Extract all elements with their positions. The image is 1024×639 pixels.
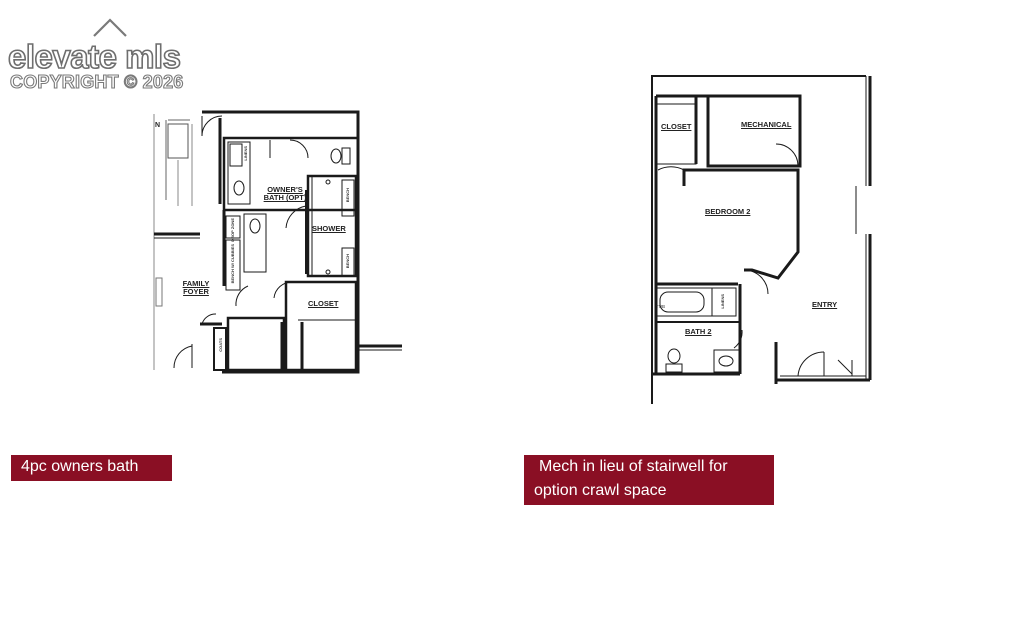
watermark-name: elevate mls bbox=[7, 37, 182, 76]
label-bench-top: BENCH bbox=[345, 188, 350, 203]
room-label-entry: ENTRY bbox=[812, 300, 838, 309]
room-label-closet-left: CLOSET bbox=[308, 299, 339, 308]
room-label-closet-right: CLOSET bbox=[661, 122, 692, 131]
room-label-owners-bath: OWNER'S BATH (OPT) bbox=[263, 185, 307, 203]
svg-text:TUB: TUB bbox=[656, 304, 665, 309]
caption-mech-line2: option crawl space bbox=[534, 482, 667, 499]
roof-icon bbox=[93, 18, 127, 37]
label-coats: COATS bbox=[218, 338, 223, 352]
svg-text:N: N bbox=[155, 122, 160, 129]
label-linens-right: LINENS bbox=[720, 294, 725, 309]
watermark-copyright: COPYRIGHT © 2026 bbox=[9, 71, 184, 92]
bedroom2-floor-plan: TUB CLOSET MECHANICAL BEDROOM 2 ENTRY BA… bbox=[648, 74, 880, 408]
caption-owners-bath: 4pc owners bath bbox=[11, 455, 172, 481]
bedroom2-plan-drawing: TUB bbox=[651, 75, 872, 404]
elevate-mls-watermark: elevate mls COPYRIGHT © 2026 bbox=[7, 14, 208, 94]
room-label-mechanical: MECHANICAL bbox=[741, 120, 792, 129]
label-linens-left: LINENS bbox=[243, 146, 248, 161]
room-label-bath2: BATH 2 bbox=[685, 327, 712, 336]
label-drop-zone: DROP ZONE bbox=[230, 218, 235, 242]
room-label-family-foyer: FAMILY FOYER bbox=[182, 279, 210, 297]
caption-mech-line1: Mech in lieu of stairwell for bbox=[539, 458, 728, 475]
owners-bath-floor-plan: N OWNER'S BATH (OPT) SHOWER CLOSET FAMIL… bbox=[152, 110, 404, 376]
room-label-bedroom2: BEDROOM 2 bbox=[705, 207, 751, 216]
caption-mech-crawl-space: Mech in lieu of stairwell for option cra… bbox=[524, 455, 774, 505]
label-bench-bottom: BENCH bbox=[345, 254, 350, 269]
label-bench-cubbies: BENCH W/ CUBBIES bbox=[230, 244, 235, 284]
owners-bath-plan-drawing: N bbox=[153, 110, 402, 374]
room-label-shower: SHOWER bbox=[312, 224, 346, 233]
